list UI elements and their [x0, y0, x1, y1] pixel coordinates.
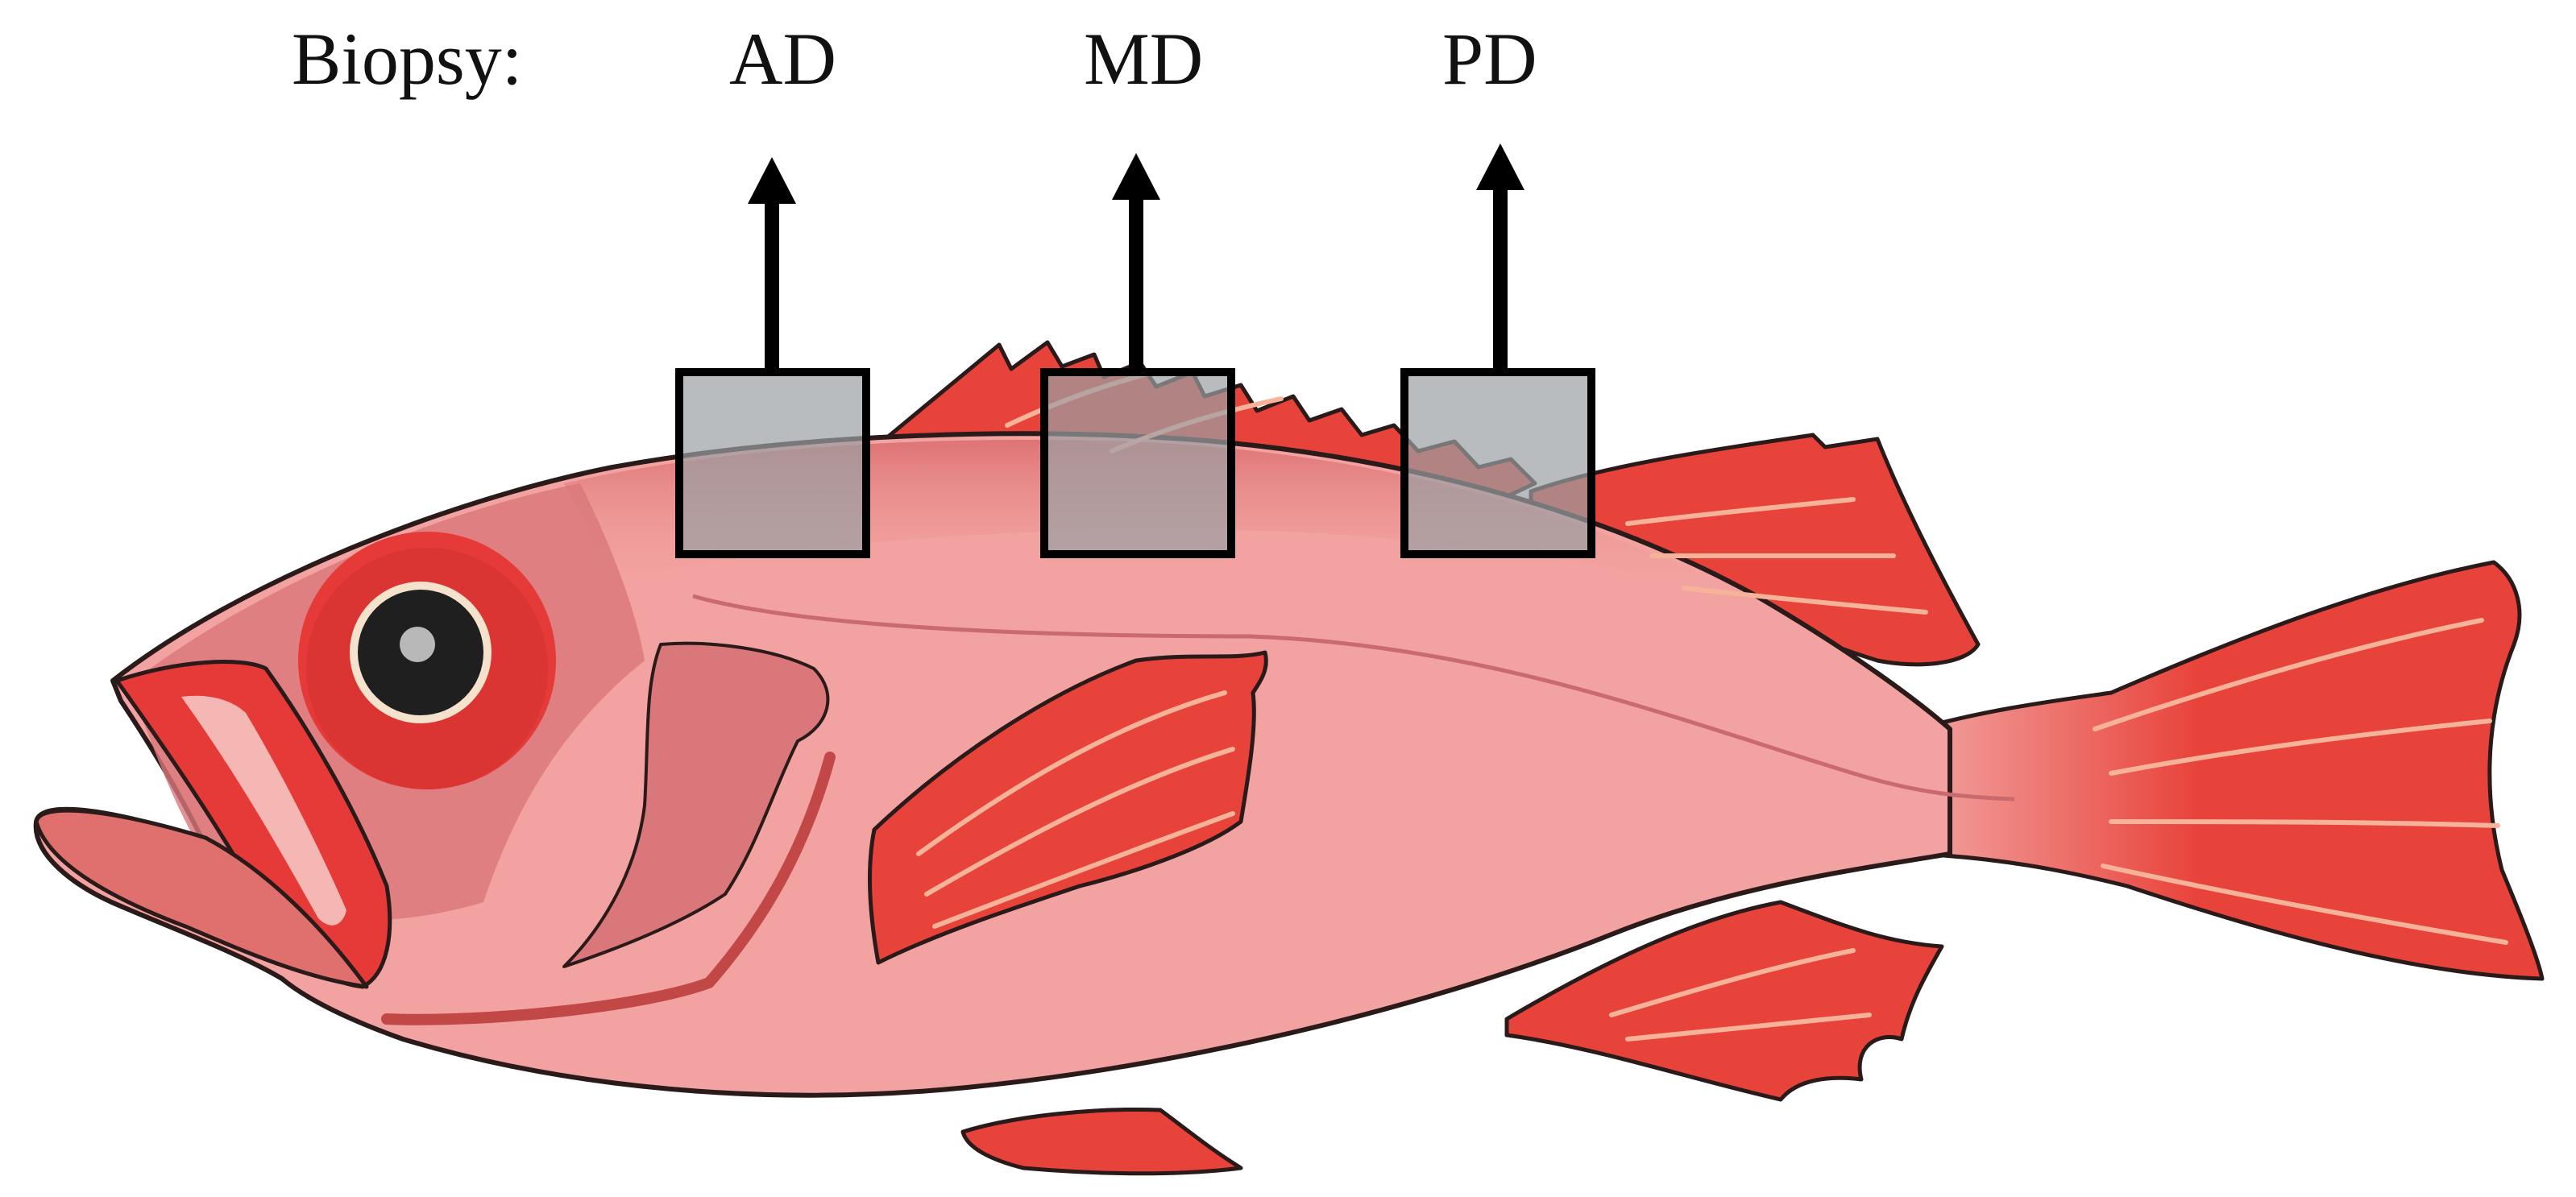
anal-fin — [1504, 900, 1944, 1102]
gill-cover — [562, 641, 830, 968]
fin-rays — [916, 368, 2508, 1042]
eye-highlight — [400, 627, 435, 662]
ventral-fin — [960, 1107, 1243, 1176]
arrow-head-ad — [748, 157, 796, 204]
biopsy-box-md — [1040, 368, 1235, 558]
biopsy-box-pd — [1400, 368, 1595, 558]
lower-jaw — [34, 808, 369, 989]
biopsy-sites — [675, 143, 1595, 558]
site-label-pd: PD — [1442, 18, 1537, 100]
fish-illustration — [33, 340, 2545, 1176]
upper-jaw-highlight — [181, 695, 346, 926]
gill-line — [381, 752, 836, 1025]
biopsy-heading: Biopsy: — [292, 18, 522, 100]
arrow-head-md — [1112, 153, 1160, 200]
site-label-ad: AD — [729, 18, 836, 100]
biopsy-box-ad — [675, 368, 870, 558]
tail-fin — [1915, 560, 2545, 981]
arrow-head-pd — [1476, 143, 1524, 190]
site-label-md: MD — [1084, 18, 1203, 100]
lateral-line — [692, 594, 2015, 801]
pectoral-fin — [868, 650, 1268, 965]
